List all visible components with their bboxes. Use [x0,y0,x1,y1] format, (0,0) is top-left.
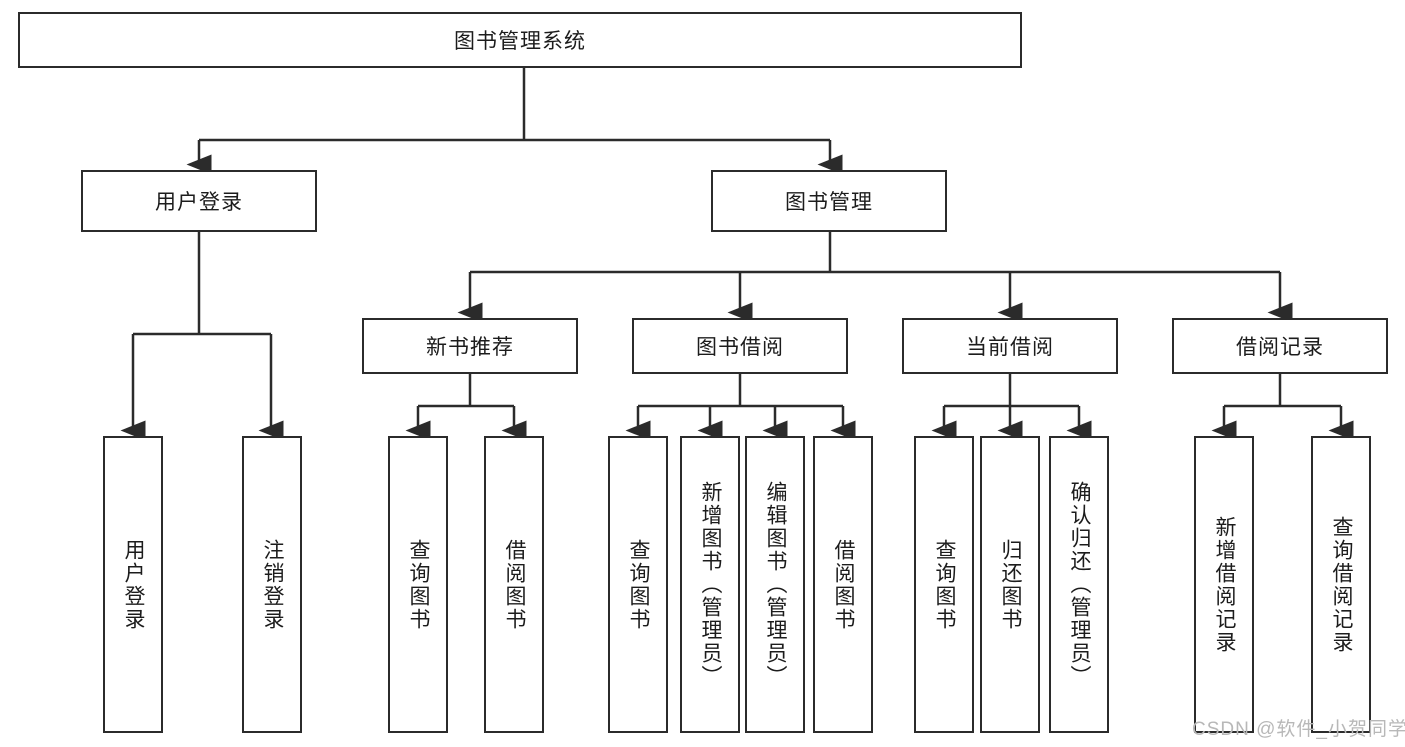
node-label: 查询借阅记录 [1330,515,1354,654]
leaf-book-borrow-borrow[interactable]: 借阅图书 [813,436,873,733]
node-label: 新增图书（管理员） [699,481,723,688]
leaf-new-book-query[interactable]: 查询图书 [388,436,448,733]
leaf-new-book-borrow[interactable]: 借阅图书 [484,436,544,733]
node-label: 当前借阅 [966,336,1054,359]
leaf-current-borrow-confirm-return[interactable]: 确认归还（管理员） [1049,436,1109,733]
leaf-current-borrow-return[interactable]: 归还图书 [980,436,1040,733]
node-label: 图书管理系统 [454,30,586,53]
node-label: 借阅图书 [832,538,856,631]
node-label: 用户登录 [122,538,146,631]
node-label: 新书推荐 [426,336,514,359]
leaf-borrow-record-query[interactable]: 查询借阅记录 [1311,436,1371,733]
node-label: 查询图书 [407,538,431,631]
node-label: 图书管理 [785,191,873,214]
node-label: 借阅图书 [503,538,527,631]
leaf-book-borrow-edit[interactable]: 编辑图书（管理员） [745,436,805,733]
node-label: 用户登录 [155,191,243,214]
node-book-borrow[interactable]: 图书借阅 [632,318,848,374]
node-label: 查询图书 [933,538,957,631]
node-new-book-recommend[interactable]: 新书推荐 [362,318,578,374]
node-label: 图书借阅 [696,336,784,359]
node-label: 借阅记录 [1236,336,1324,359]
leaf-book-borrow-add[interactable]: 新增图书（管理员） [680,436,740,733]
node-label: 编辑图书（管理员） [764,481,788,688]
node-book-management[interactable]: 图书管理 [711,170,947,232]
node-label: 查询图书 [627,538,651,631]
leaf-book-borrow-query[interactable]: 查询图书 [608,436,668,733]
node-current-borrow[interactable]: 当前借阅 [902,318,1118,374]
node-label: 新增借阅记录 [1213,515,1237,654]
leaf-borrow-record-add[interactable]: 新增借阅记录 [1194,436,1254,733]
watermark-text: CSDN @软件_小贺同学 [1192,719,1405,740]
leaf-user-login-login[interactable]: 用户登录 [103,436,163,733]
node-label: 归还图书 [999,538,1023,631]
node-root-book-management-system[interactable]: 图书管理系统 [18,12,1022,68]
leaf-user-login-logout[interactable]: 注销登录 [242,436,302,733]
node-user-login[interactable]: 用户登录 [81,170,317,232]
node-label: 确认归还（管理员） [1068,481,1092,688]
node-borrow-record[interactable]: 借阅记录 [1172,318,1388,374]
leaf-current-borrow-query[interactable]: 查询图书 [914,436,974,733]
node-label: 注销登录 [261,538,285,631]
